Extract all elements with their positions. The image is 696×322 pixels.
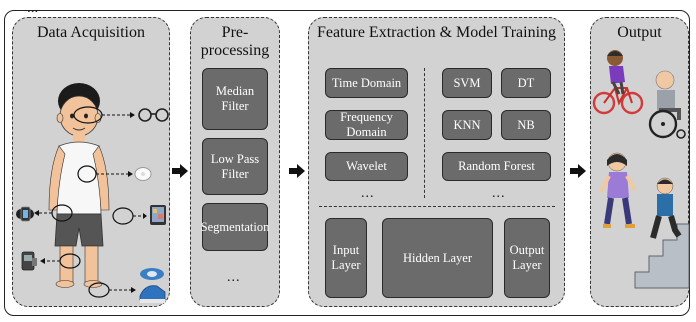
random-forest-box: Random Forest [442, 152, 551, 181]
tablet-icon [150, 205, 166, 225]
output-layer-box: Output Layer [504, 218, 550, 298]
output-panel: Output [590, 17, 690, 307]
data-acquisition-panel: Data Acquisition [12, 17, 170, 307]
time-domain-box: Time Domain [325, 68, 408, 98]
hidden-layer-box: Hidden Layer [382, 218, 493, 298]
ankle-sensor-icon [21, 251, 37, 271]
features-ellipsis: ... [361, 186, 375, 201]
cut-off-caption: ... [27, 0, 39, 16]
walking-woman-icon [599, 152, 637, 228]
knn-box: KNN [442, 110, 492, 140]
stair-climber-icon [634, 177, 690, 289]
person-figure [48, 83, 110, 288]
nb-box: NB [501, 110, 551, 140]
body-sensor-illustration [34, 83, 147, 298]
preprocessing-title: Pre-processing [200, 24, 270, 59]
input-layer-box: Input Layer [325, 218, 367, 298]
preprocessing-ellipsis: ... [227, 270, 241, 285]
classifiers-ellipsis: ... [492, 186, 506, 201]
glasses-icon [138, 108, 169, 122]
arrow-right-icon [570, 164, 586, 178]
wavelet-box: Wavelet [325, 152, 408, 181]
arrow-right-icon [289, 164, 305, 178]
segmentation-box: Segmentation [201, 203, 269, 251]
feature-training-title: Feature Extraction & Model Training [316, 24, 557, 41]
preprocessing-panel: Pre-processing Median Filter Low Pass Fi… [190, 17, 280, 307]
vertical-divider [424, 68, 425, 198]
diagram-frame: ... [4, 0, 690, 316]
cyclist-icon [592, 50, 644, 115]
frequency-domain-box: Frequency Domain [325, 110, 408, 140]
smartwatch-icon [16, 206, 34, 222]
median-filter-box: Median Filter [202, 68, 268, 130]
horizontal-divider [319, 206, 555, 207]
data-acquisition-title: Data Acquisition [37, 24, 145, 41]
output-title: Output [617, 24, 662, 41]
sneaker-icon [139, 268, 166, 303]
dt-box: DT [501, 68, 551, 98]
svm-box: SVM [442, 68, 492, 98]
feature-training-panel: Feature Extraction & Model Training Time… [308, 17, 565, 307]
wheelchair-user-icon [648, 70, 686, 139]
sensor-patch-icon [134, 167, 152, 181]
low-pass-filter-box: Low Pass Filter [202, 138, 268, 195]
arrow-right-icon [172, 164, 188, 178]
